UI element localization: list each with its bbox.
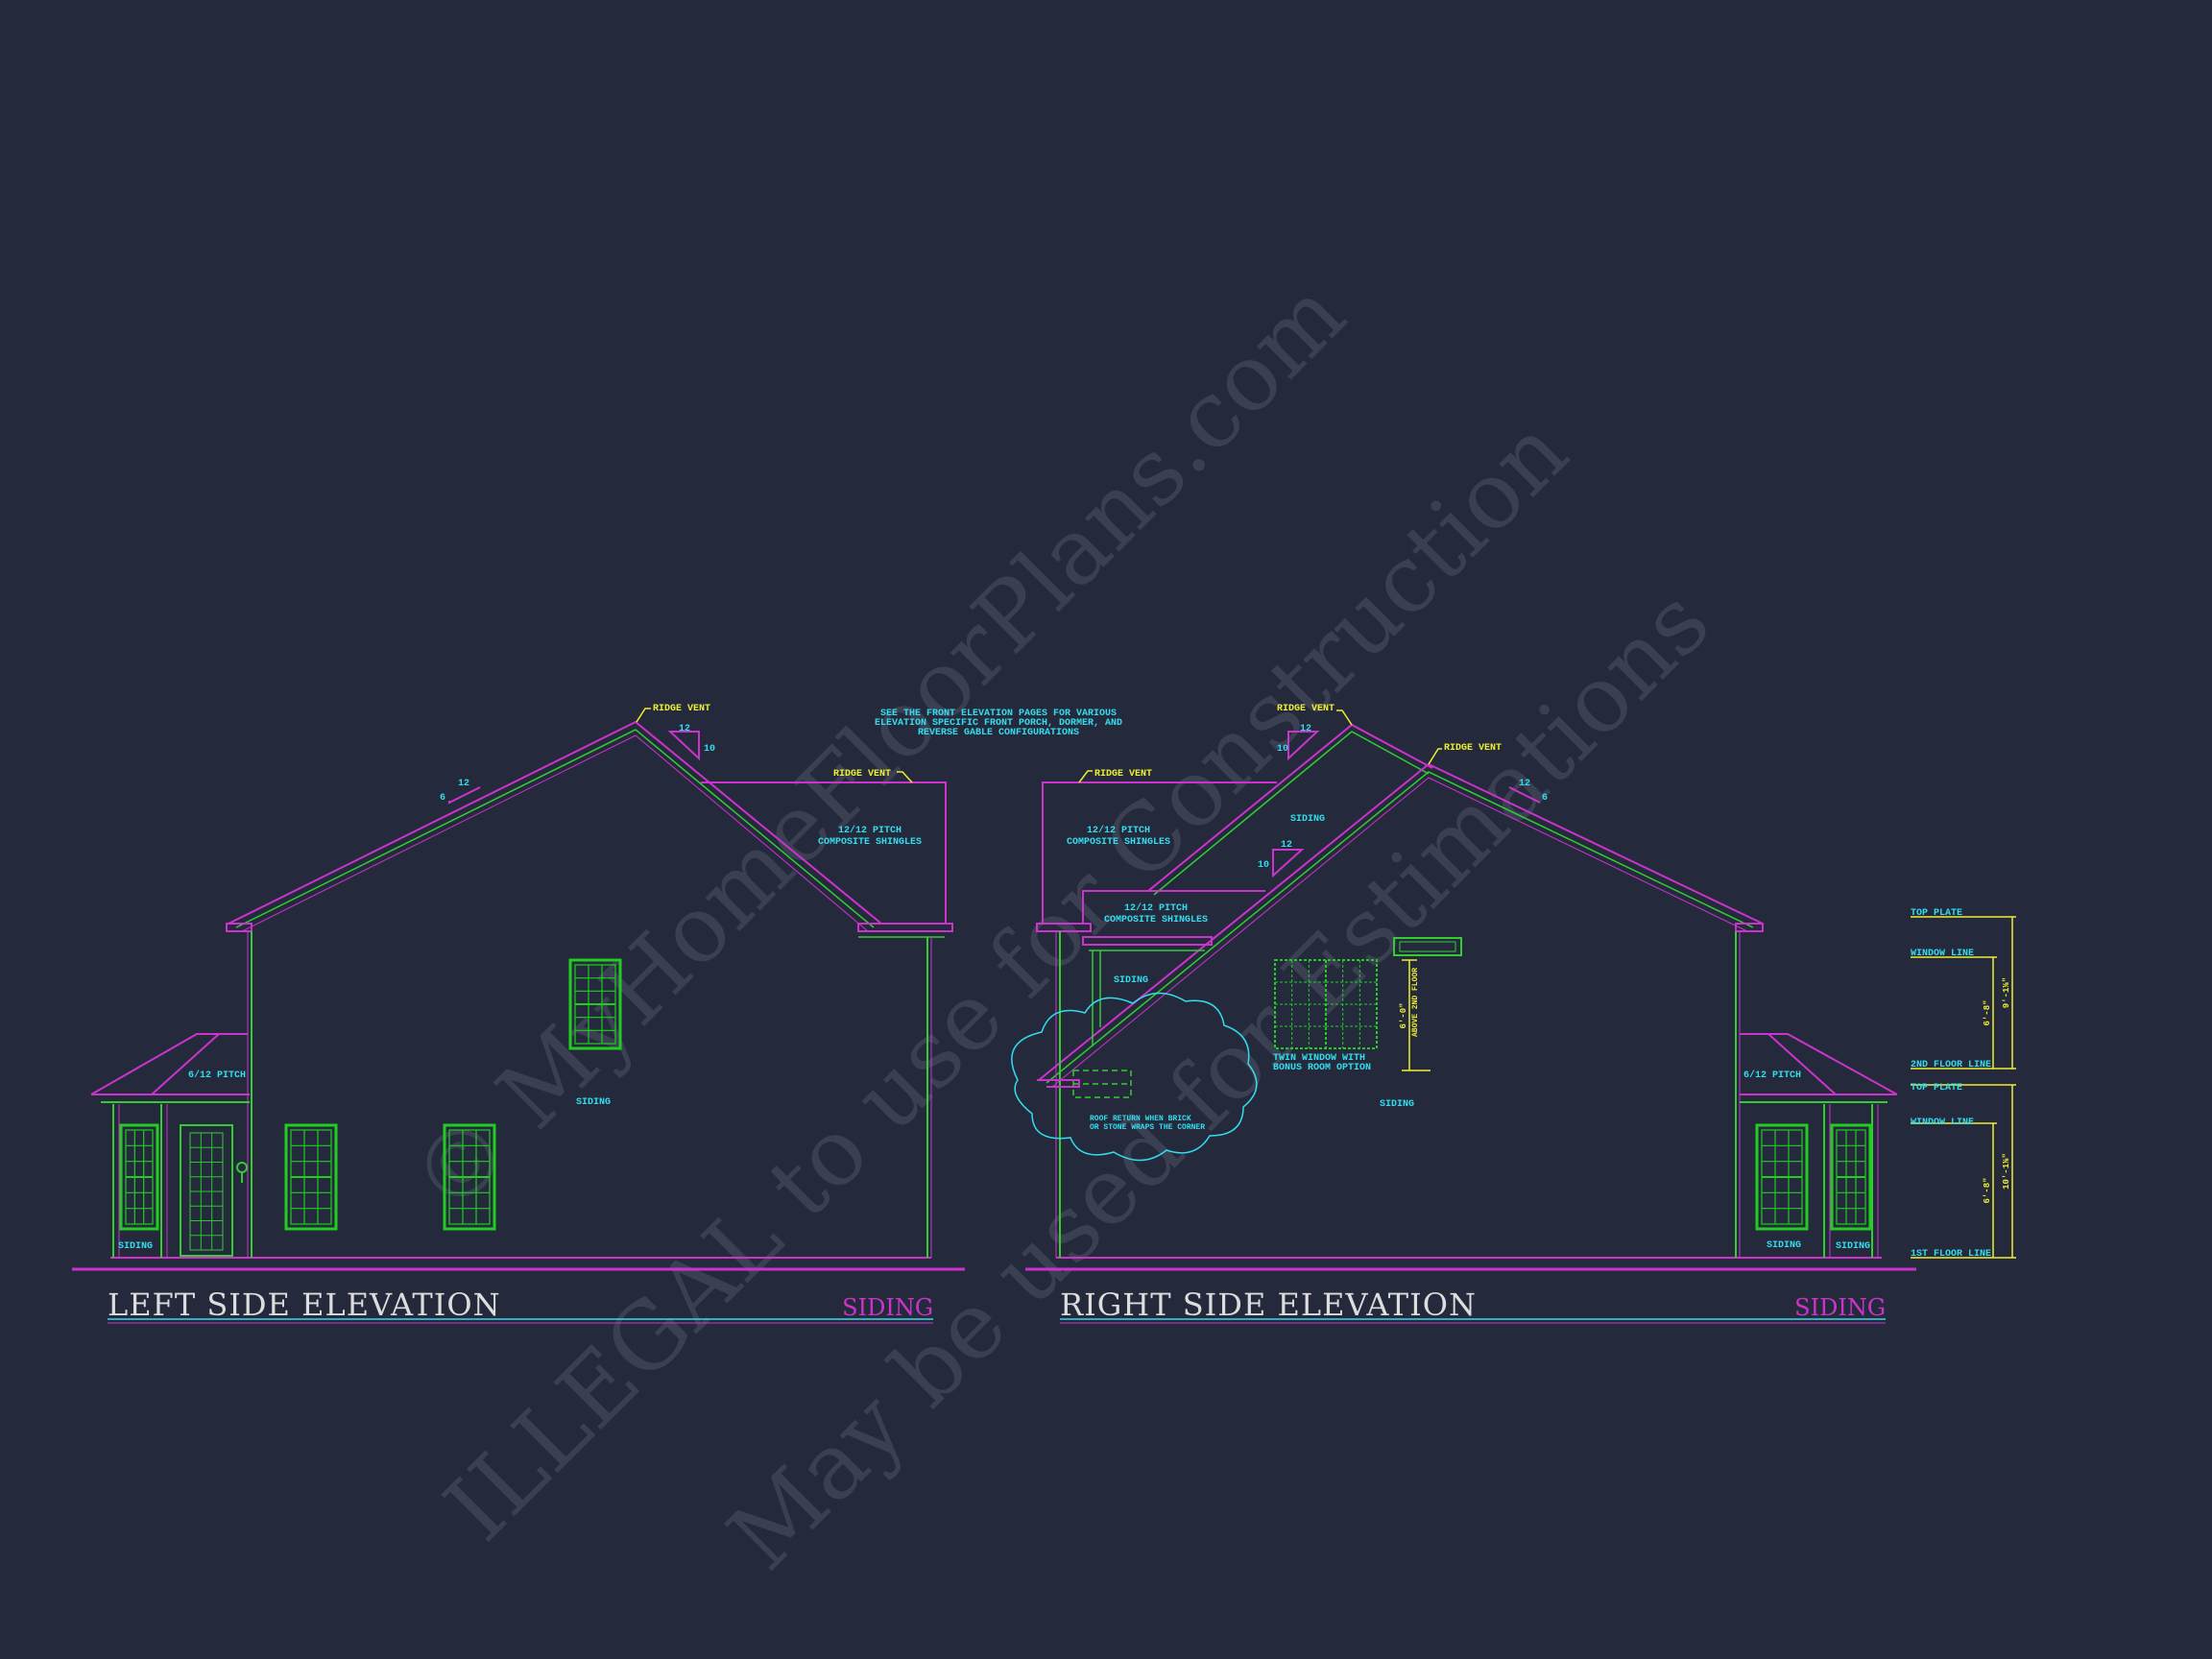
watermark: © MyHomeFloorPlans.com ILLEGAL to use fo… xyxy=(391,260,1730,1590)
left-labels: RIDGE VENT RIDGE VENT 12 10 12 6 12/12 P… xyxy=(118,704,922,1252)
top-note-line-3: REVERSE GABLE CONFIGURATIONS xyxy=(918,728,1079,738)
left-siding-porch: SIDING xyxy=(118,1241,153,1252)
right-eave-left xyxy=(1036,923,1092,932)
right-cloud-note-1: ROOF RETURN WHEN BRICK xyxy=(1090,1115,1191,1123)
left-eave-left xyxy=(226,923,252,932)
left-pitch-12-b: 12 xyxy=(458,779,469,789)
level-dim-lower-window: 6'-8" xyxy=(1983,1177,1992,1203)
level-first-floor-line: 1ST FLOOR LINE xyxy=(1911,1249,1991,1260)
right-siding-main: SIDING xyxy=(1380,1099,1414,1110)
right-roof-note-b-2: COMPOSITE SHINGLES xyxy=(1104,915,1208,926)
left-eave-right xyxy=(857,923,953,932)
right-ridge-vent-b: RIDGE VENT xyxy=(1444,743,1502,754)
level-markers: TOP PLATE WINDOW LINE 2ND FLOOR LINE TOP… xyxy=(1911,908,2016,1260)
left-roof-note-1: 12/12 PITCH xyxy=(838,825,902,836)
right-dim-window-note: ABOVE 2ND FLOOR xyxy=(1411,968,1420,1037)
left-pitch-6: 6 xyxy=(440,793,445,804)
right-cloud-note-2: OR STONE WRAPS THE CORNER xyxy=(1090,1123,1205,1132)
top-note-line-2: ELEVATION SPECIFIC FRONT PORCH, DORMER, … xyxy=(875,718,1122,729)
right-roof-return-eave xyxy=(1037,1079,1080,1088)
right-pitch-10-a: 10 xyxy=(1277,744,1288,755)
left-pitch-triangle-main xyxy=(667,731,700,761)
right-siding-lower: SIDING xyxy=(1114,975,1148,986)
level-window-line-upper: WINDOW LINE xyxy=(1911,949,1974,959)
right-pitch-triangle-a xyxy=(1287,731,1320,761)
right-pitch-triangle-c xyxy=(1508,786,1541,804)
top-note: SEE THE FRONT ELEVATION PAGES FOR VARIOU… xyxy=(875,709,1122,738)
right-pitch-12-c: 12 xyxy=(1281,840,1292,851)
right-gable-vent xyxy=(1393,937,1462,956)
right-revision-cloud xyxy=(1011,992,1258,1162)
right-porch-pitch: 6/12 PITCH xyxy=(1743,1070,1801,1081)
top-note-line-1: SEE THE FRONT ELEVATION PAGES FOR VARIOU… xyxy=(880,709,1117,719)
right-twin-note-1: TWIN WINDOW WITH xyxy=(1273,1053,1365,1064)
level-top-plate-lower: TOP PLATE xyxy=(1911,1083,1962,1094)
right-window-porch-b xyxy=(1830,1123,1872,1231)
right-window-porch-a xyxy=(1755,1123,1809,1231)
left-main-roof xyxy=(228,720,882,932)
left-window-lower-1 xyxy=(284,1123,338,1231)
left-door xyxy=(180,1124,233,1257)
right-elevation-material: SIDING xyxy=(1794,1294,1886,1321)
right-siding-porch-a: SIDING xyxy=(1767,1240,1801,1251)
level-dim-lower-total: 10'-1⅛" xyxy=(2002,1153,2011,1190)
left-porch-pitch: 6/12 PITCH xyxy=(188,1070,246,1081)
left-door-lites xyxy=(190,1133,223,1250)
right-ridge-vent-a: RIDGE VENT xyxy=(1277,704,1334,714)
right-pitch-12-b: 12 xyxy=(1519,779,1530,789)
right-elevation: RIDGE VENT RIDGE VENT RIDGE VENT 12 10 1… xyxy=(1011,704,1916,1324)
right-twin-window-lites xyxy=(1275,960,1377,1048)
left-rear-roof-outline xyxy=(701,781,947,924)
right-pitch-12-a: 12 xyxy=(1300,724,1311,734)
left-pitch-10: 10 xyxy=(704,744,715,755)
right-dim-window: 6'-0" xyxy=(1399,1002,1408,1028)
left-elevation-material: SIDING xyxy=(842,1294,933,1321)
right-porch-roof xyxy=(1740,1033,1898,1103)
right-porch-posts xyxy=(1823,1104,1879,1258)
right-twin-dimension xyxy=(1402,959,1431,1071)
left-elevation-title: LEFT SIDE ELEVATION xyxy=(108,1286,501,1323)
right-roof-return xyxy=(1072,1070,1132,1098)
level-second-floor-line: 2ND FLOOR LINE xyxy=(1911,1060,1991,1070)
left-window-lower-2 xyxy=(443,1123,496,1231)
right-windows xyxy=(1755,1123,1872,1231)
left-ridge-vent-side: RIDGE VENT xyxy=(833,769,891,780)
left-porch-roof xyxy=(90,1033,250,1103)
right-eave-left-lower xyxy=(1082,936,1213,946)
level-dim-upper-window: 6'-8" xyxy=(1983,999,1992,1025)
left-pitch-12-a: 12 xyxy=(679,724,690,734)
right-rear-roof-outline-b xyxy=(1082,890,1265,924)
level-top-plate-upper: TOP PLATE xyxy=(1911,908,1962,919)
right-ridge-vent-side: RIDGE VENT xyxy=(1094,769,1152,780)
level-dim-upper-total: 9'-1⅛" xyxy=(2002,977,2011,1008)
left-roof-note-2: COMPOSITE SHINGLES xyxy=(818,837,922,848)
right-eave-right xyxy=(1735,923,1764,932)
left-porch-posts xyxy=(112,1104,168,1258)
left-lantern-icon xyxy=(236,1162,248,1183)
right-pitch-triangle-b xyxy=(1272,849,1305,878)
left-window-upper xyxy=(568,958,622,1050)
right-roof-note-a-1: 12/12 PITCH xyxy=(1087,825,1150,836)
right-elevation-title: RIGHT SIDE ELEVATION xyxy=(1060,1286,1477,1323)
right-rear-roof-outline-a xyxy=(1042,781,1277,924)
left-ridge-vent-main: RIDGE VENT xyxy=(653,704,710,714)
left-siding-wall: SIDING xyxy=(576,1097,611,1108)
level-window-line-lower: WINDOW LINE xyxy=(1911,1118,1974,1128)
right-pitch-10-b: 10 xyxy=(1258,860,1269,871)
right-roof-note-b-1: 12/12 PITCH xyxy=(1124,902,1188,914)
left-windows xyxy=(119,958,622,1231)
right-labels: RIDGE VENT RIDGE VENT RIDGE VENT 12 10 1… xyxy=(1067,704,1870,1252)
right-siding-gable: SIDING xyxy=(1290,814,1325,825)
left-elevation: RIDGE VENT RIDGE VENT 12 10 12 6 12/12 P… xyxy=(72,704,965,1324)
left-window-porch xyxy=(119,1123,159,1231)
right-twin-note-2: BONUS ROOM OPTION xyxy=(1273,1063,1371,1073)
right-roof-note-a-2: COMPOSITE SHINGLES xyxy=(1067,837,1170,848)
right-siding-porch-b: SIDING xyxy=(1836,1241,1870,1252)
left-pitch-triangle-lower xyxy=(448,786,481,805)
right-pitch-6: 6 xyxy=(1542,793,1548,804)
